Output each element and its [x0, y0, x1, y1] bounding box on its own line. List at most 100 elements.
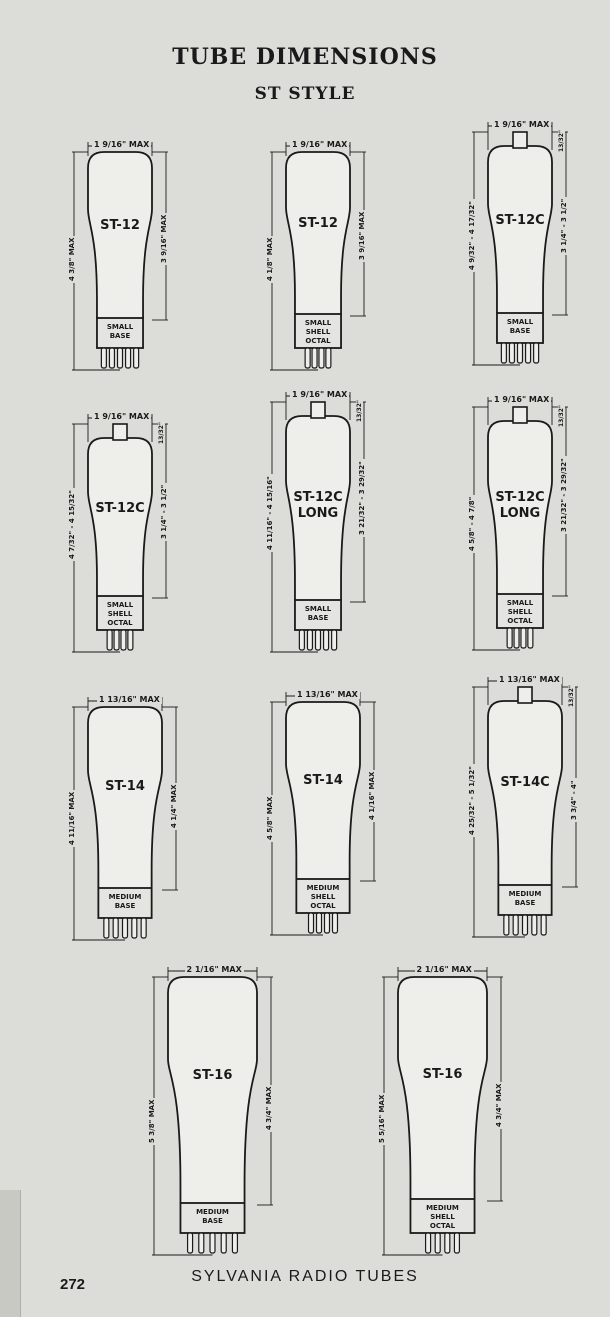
- tube-type-label: ST-12C: [95, 500, 145, 516]
- tube-type-label: ST-12C LONG: [293, 489, 343, 521]
- tube-pin: [209, 1232, 216, 1254]
- tube-base: [409, 1198, 476, 1234]
- tube-bulb: [487, 145, 553, 313]
- dim-seated-height-label: 3 9/16" MAX: [358, 209, 366, 262]
- tube-pin: [434, 1232, 441, 1254]
- tube-pin: [103, 917, 110, 939]
- tube-type-label: ST-14: [105, 779, 145, 795]
- tube-pin: [306, 629, 314, 651]
- tube-outline: [382, 967, 503, 1256]
- tube-pin: [521, 914, 529, 936]
- dim-overall-height-label: 5 5/16" MAX: [378, 1092, 386, 1145]
- tube-pin: [512, 914, 519, 936]
- dim-seated-height-label: 3 1/4" - 3 1/2": [160, 482, 168, 541]
- tube-type-label: ST-16: [422, 1066, 463, 1082]
- dim-seated-height-label: 3 9/16" MAX: [160, 212, 168, 265]
- tube-pin: [331, 629, 338, 651]
- tube-base-label: SMALL SHELL OCTAL: [506, 599, 534, 625]
- tube-base: [295, 878, 351, 914]
- page-title: TUBE DIMENSIONS: [172, 44, 438, 70]
- tube-pin: [533, 342, 540, 364]
- tube-base: [496, 593, 544, 629]
- tube-pin: [315, 912, 323, 934]
- tube-type-label: ST-14: [303, 772, 343, 788]
- tube-outline: [270, 692, 376, 936]
- tube-bulb: [167, 976, 258, 1203]
- tube-base-label: MEDIUM BASE: [196, 1208, 229, 1225]
- tube-pin: [331, 912, 339, 934]
- tube-pin: [220, 1232, 227, 1254]
- page-number: 272: [60, 1276, 86, 1293]
- tube-bulb: [87, 437, 153, 596]
- tube-pin: [198, 1232, 205, 1254]
- tube-type-label: ST-12: [298, 216, 338, 232]
- tube-top-cap: [517, 686, 533, 704]
- dim-width-label: 1 9/16" MAX: [92, 140, 152, 149]
- dim-width-label: 1 9/16" MAX: [290, 390, 350, 399]
- dim-seated-height-label: 4 1/4" MAX: [170, 782, 178, 831]
- tube-base: [96, 595, 144, 631]
- tube-base-label: MEDIUM BASE: [108, 893, 142, 910]
- tube-base: [179, 1202, 246, 1234]
- tube-pin: [323, 912, 331, 934]
- dim-seated-height-label: 3 1/4" - 3 1/2": [560, 196, 568, 256]
- tube-base-label: SMALL SHELL OCTAL: [304, 319, 332, 345]
- tube-base: [96, 317, 144, 349]
- tube-base-label: MEDIUM SHELL OCTAL: [426, 1204, 459, 1230]
- dim-seated-height-label: 3 21/32" - 3 29/32": [560, 456, 568, 535]
- tube-type-label: ST-12C: [495, 212, 545, 228]
- dim-overall-height-label: 4 11/16" - 4 15/16": [266, 474, 274, 553]
- binding-edge: [0, 1190, 21, 1317]
- tube-bulb: [397, 976, 488, 1199]
- dim-cap-label: 13/32": [558, 127, 565, 154]
- tube-pin: [121, 917, 129, 939]
- dim-width-label: 1 9/16" MAX: [492, 395, 552, 404]
- dim-seated-height-label: 3 3/4" - 4": [570, 778, 578, 822]
- dim-width-label: 1 13/16" MAX: [497, 675, 562, 684]
- tube-bulb: [285, 151, 351, 314]
- tube-pin: [506, 627, 513, 649]
- dim-overall-height-label: 4 5/8" - 4 7/8": [468, 494, 476, 554]
- tube-bulb: [87, 706, 163, 888]
- tube-outline: [472, 677, 578, 938]
- tube-pin: [516, 342, 524, 364]
- dim-seated-height-label: 4 1/16" MAX: [368, 769, 376, 823]
- tube-pin: [124, 347, 132, 369]
- tube-pin: [311, 347, 318, 369]
- dim-width-label: 2 1/16" MAX: [184, 965, 244, 974]
- tube-pin: [140, 917, 147, 939]
- tube-pin: [318, 347, 325, 369]
- tube-base: [497, 884, 553, 916]
- tube-pin: [508, 342, 516, 364]
- dim-overall-height-label: 4 5/8" MAX: [266, 794, 274, 842]
- tube-pin: [113, 629, 120, 651]
- tube-pin: [520, 627, 527, 649]
- tube-bulb: [87, 151, 153, 318]
- tube-pin: [133, 347, 140, 369]
- tube-pin: [453, 1232, 461, 1254]
- tube-pin: [112, 917, 119, 939]
- tube-base: [294, 599, 342, 631]
- tube-pin: [131, 917, 138, 939]
- tube-base: [496, 312, 544, 344]
- tube-base-label: MEDIUM BASE: [508, 890, 542, 907]
- tube-base-label: SMALL BASE: [506, 318, 534, 335]
- tube-pin: [108, 347, 116, 369]
- tube-top-cap: [512, 131, 528, 149]
- page-subtitle: ST STYLE: [254, 84, 356, 104]
- dim-width-label: 2 1/16" MAX: [414, 965, 474, 974]
- tube-pin: [527, 627, 534, 649]
- dim-cap-label: 13/32": [568, 682, 575, 709]
- tube-pin: [322, 629, 330, 651]
- tube-pin: [325, 347, 332, 369]
- tube-pin: [116, 347, 124, 369]
